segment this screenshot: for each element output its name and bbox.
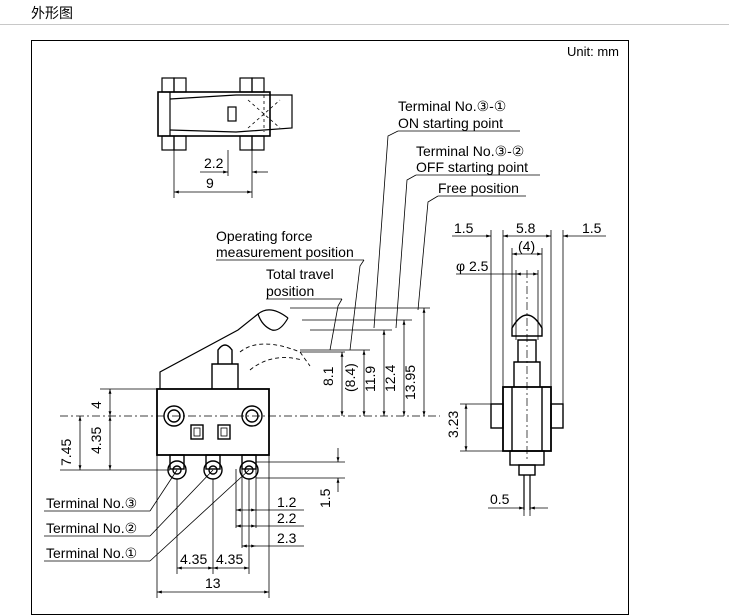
dim-4-35-right: 4.35 — [216, 551, 243, 567]
top-dim-9: 9 — [206, 175, 214, 191]
side-dim-3-23: 3.23 — [445, 411, 461, 438]
dim-1-5-terminal: 1.5 — [317, 488, 333, 508]
side-dim-diameter-2-5: φ 2.5 — [456, 258, 489, 274]
side-view-dims — [452, 230, 606, 516]
dim-1-2: 1.2 — [277, 494, 297, 510]
annotation-leaders — [216, 130, 540, 351]
dim-4: 4 — [88, 401, 104, 409]
side-dim-1-5-right: 1.5 — [582, 220, 602, 236]
annotation-off-start-line2: OFF starting point — [416, 159, 528, 175]
dim-13: 13 — [205, 575, 221, 591]
top-view-dims — [173, 150, 268, 198]
dim-11-9: 11.9 — [362, 366, 378, 392]
dim-12-4: 12.4 — [382, 365, 398, 392]
dim-7-45: 7.45 — [58, 439, 74, 466]
dim-8-1: 8.1 — [320, 366, 336, 386]
annotation-total-travel-line1: Total travel — [266, 266, 334, 282]
annotation-op-force-line2: measurement position — [216, 244, 354, 260]
annotation-free-position: Free position — [438, 180, 519, 196]
side-view — [490, 270, 564, 510]
front-view — [156, 309, 311, 480]
side-dim-5-8: 5.8 — [516, 220, 536, 236]
terminal-3-label: Terminal No.③ — [46, 495, 137, 511]
annotation-op-force-line1: Operating force — [216, 228, 313, 244]
terminal-2-label: Terminal No.② — [46, 520, 137, 536]
annotation-on-start-line1: Terminal No.③-① — [398, 98, 506, 114]
top-view — [157, 77, 293, 151]
annotation-on-start-line2: ON starting point — [398, 115, 503, 131]
side-dim-0-5: 0.5 — [490, 491, 510, 507]
unit-note: Unit: mm — [567, 44, 619, 59]
dim-4-35-left: 4.35 — [180, 551, 207, 567]
side-dim-1-5-left: 1.5 — [454, 220, 474, 236]
dim-4-35-vertical: 4.35 — [88, 427, 104, 454]
side-dim-4: (4) — [518, 238, 535, 254]
dim-2-2: 2.2 — [277, 510, 297, 526]
dim-13-95: 13.95 — [402, 365, 418, 400]
annotation-off-start-line1: Terminal No.③-② — [416, 143, 524, 159]
dim-2-3: 2.3 — [277, 530, 297, 546]
dim-8-4: (8.4) — [342, 363, 358, 392]
page-heading: 外形图 — [31, 5, 73, 21]
front-view-dims — [44, 307, 440, 598]
top-dim-2-2: 2.2 — [204, 155, 224, 171]
annotation-total-travel-line2: position — [266, 283, 314, 299]
heading-divider — [0, 24, 729, 25]
terminal-1-label: Terminal No.① — [46, 545, 137, 561]
